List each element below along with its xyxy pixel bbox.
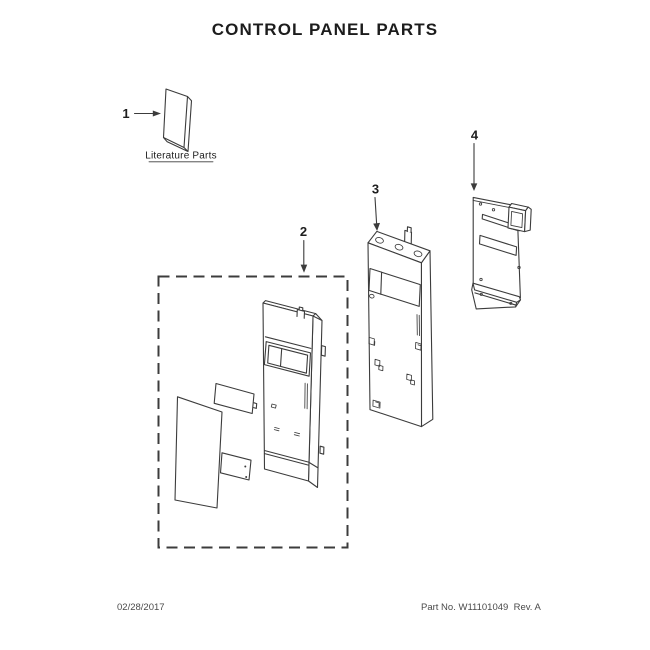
callout-1-arrowhead — [152, 110, 161, 117]
rear-panel-top-edge — [472, 199, 513, 209]
panel-top-back-edge — [315, 313, 323, 322]
bracket-side-face — [420, 250, 434, 428]
bracket-face-clips — [368, 336, 422, 409]
panel-top-clip — [296, 306, 306, 319]
part-2-control-panel-assembly: 2 — [157, 224, 349, 549]
small-plate-dot — [244, 465, 247, 468]
callout-3-arrow-line — [374, 196, 378, 225]
screw-hole — [479, 277, 483, 282]
bracket-window-divider — [380, 271, 383, 295]
small-plate-drawing — [219, 452, 252, 481]
display-window-inner — [267, 344, 309, 374]
callout-1-number: 1 — [122, 106, 129, 121]
foot-screw-hole — [479, 292, 483, 296]
footer-doc-ref: Part No. W11101049 Rev. A — [421, 602, 541, 613]
bracket-top-hole — [394, 243, 404, 251]
callout-2-arrowhead — [300, 264, 308, 273]
display-window-divider — [279, 347, 283, 367]
footer-date: 02/28/2017 — [117, 602, 165, 613]
part-3-support-bracket: 3 — [367, 182, 434, 428]
small-plate-dot — [245, 476, 248, 478]
connector-box-front — [507, 206, 527, 233]
bracket-window-opening — [368, 267, 421, 307]
callout-2-number: 2 — [300, 224, 307, 239]
screw-hole — [491, 208, 496, 212]
literature-parts-caption: Literature Parts — [145, 151, 217, 162]
bracket-top-hole — [375, 237, 384, 244]
panel-face-details — [270, 403, 301, 437]
bracket-top-hole — [413, 250, 423, 258]
rear-panel-middle-recess — [478, 234, 518, 256]
panel-front-face — [262, 302, 314, 482]
display-window-outer — [263, 341, 312, 377]
foot-screw-hole — [509, 301, 513, 305]
panel-side-bump — [320, 345, 326, 357]
page-title: CONTROL PANEL PARTS — [211, 20, 439, 39]
screw-hole — [478, 202, 483, 206]
bracket-face-slot — [416, 314, 420, 337]
callout-4-number: 4 — [471, 128, 479, 143]
connector-box-opening — [510, 210, 524, 229]
panel-side-bump — [319, 445, 325, 455]
screw-hole — [517, 265, 521, 270]
part-4-rear-bracket: 4 — [470, 128, 532, 310]
panel-bottom-trim — [264, 450, 319, 469]
bracket-face-hole — [369, 293, 375, 299]
panel-face-slot — [304, 382, 308, 410]
callout-3-number: 3 — [372, 182, 379, 197]
connector-box-side — [524, 206, 532, 233]
literature-booklet-edge — [162, 95, 193, 153]
callout-3-arrowhead — [373, 222, 380, 231]
bracket-foot-edges — [472, 282, 522, 308]
part-1-literature: 1 Literature Parts — [122, 88, 217, 163]
callout-4-arrowhead — [470, 183, 478, 191]
display-recess-lip — [264, 336, 312, 349]
keypad-overlay-drawing — [213, 382, 255, 415]
literature-booklet-drawing — [162, 88, 189, 149]
keypad-overlay-tab — [253, 402, 258, 409]
assembly-dashed-boundary — [157, 275, 349, 549]
bracket-top-clip-nub — [406, 226, 412, 234]
membrane-sheet-drawing — [174, 396, 223, 509]
